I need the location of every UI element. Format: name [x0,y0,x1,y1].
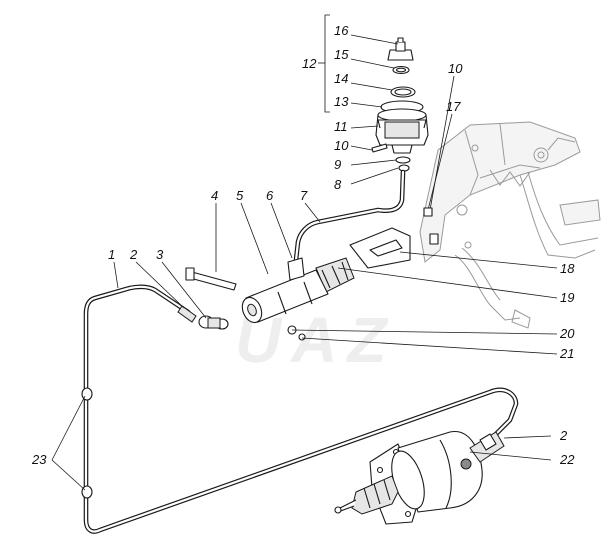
pipe-grommet [81,485,93,499]
reservoir-cap [387,37,414,61]
reservoir-tank [375,108,429,154]
callout-3: 3 [156,247,164,262]
callout-17: 17 [446,99,461,114]
callout-8: 8 [334,177,342,192]
callout-1: 1 [108,247,115,262]
supply-hose [293,169,406,263]
hose-clamp [395,156,411,164]
callout-10-reservoir: 10 [334,138,349,153]
leader-lines [51,14,558,491]
callout-20: 20 [559,326,575,341]
callout-14: 14 [334,71,348,86]
callout-5: 5 [236,188,244,203]
reservoir-assembly [371,37,429,172]
filler-port [287,257,305,281]
callout-21: 21 [559,346,574,361]
callout-7: 7 [300,188,308,203]
callout-16: 16 [334,23,349,38]
callout-22: 22 [559,452,575,467]
hydraulic-pipe [83,284,519,534]
bolt [371,143,388,153]
callout-labels: 16 15 12 14 13 11 10 9 8 10 17 4 5 6 7 1… [31,23,575,467]
callout-15: 15 [334,47,349,62]
callout-9: 9 [334,157,341,172]
callout-11: 11 [334,119,348,134]
callout-4: 4 [211,188,218,203]
booster-boot [351,475,399,515]
clutch-booster [334,431,505,525]
callout-10-bracket: 10 [448,61,463,76]
callout-19: 19 [560,290,574,305]
callout-12: 12 [302,56,317,71]
pedal-bracket-assembly [419,121,601,329]
callout-18: 18 [560,261,575,276]
callout-2-left: 2 [129,247,138,262]
callout-6: 6 [266,188,274,203]
callout-23: 23 [31,452,47,467]
callout-2-right: 2 [559,428,568,443]
master-cylinder-assembly [241,227,439,341]
callout-13: 13 [334,94,349,109]
stud [189,271,237,291]
washer [298,333,306,341]
banjo-fitting [198,315,229,330]
